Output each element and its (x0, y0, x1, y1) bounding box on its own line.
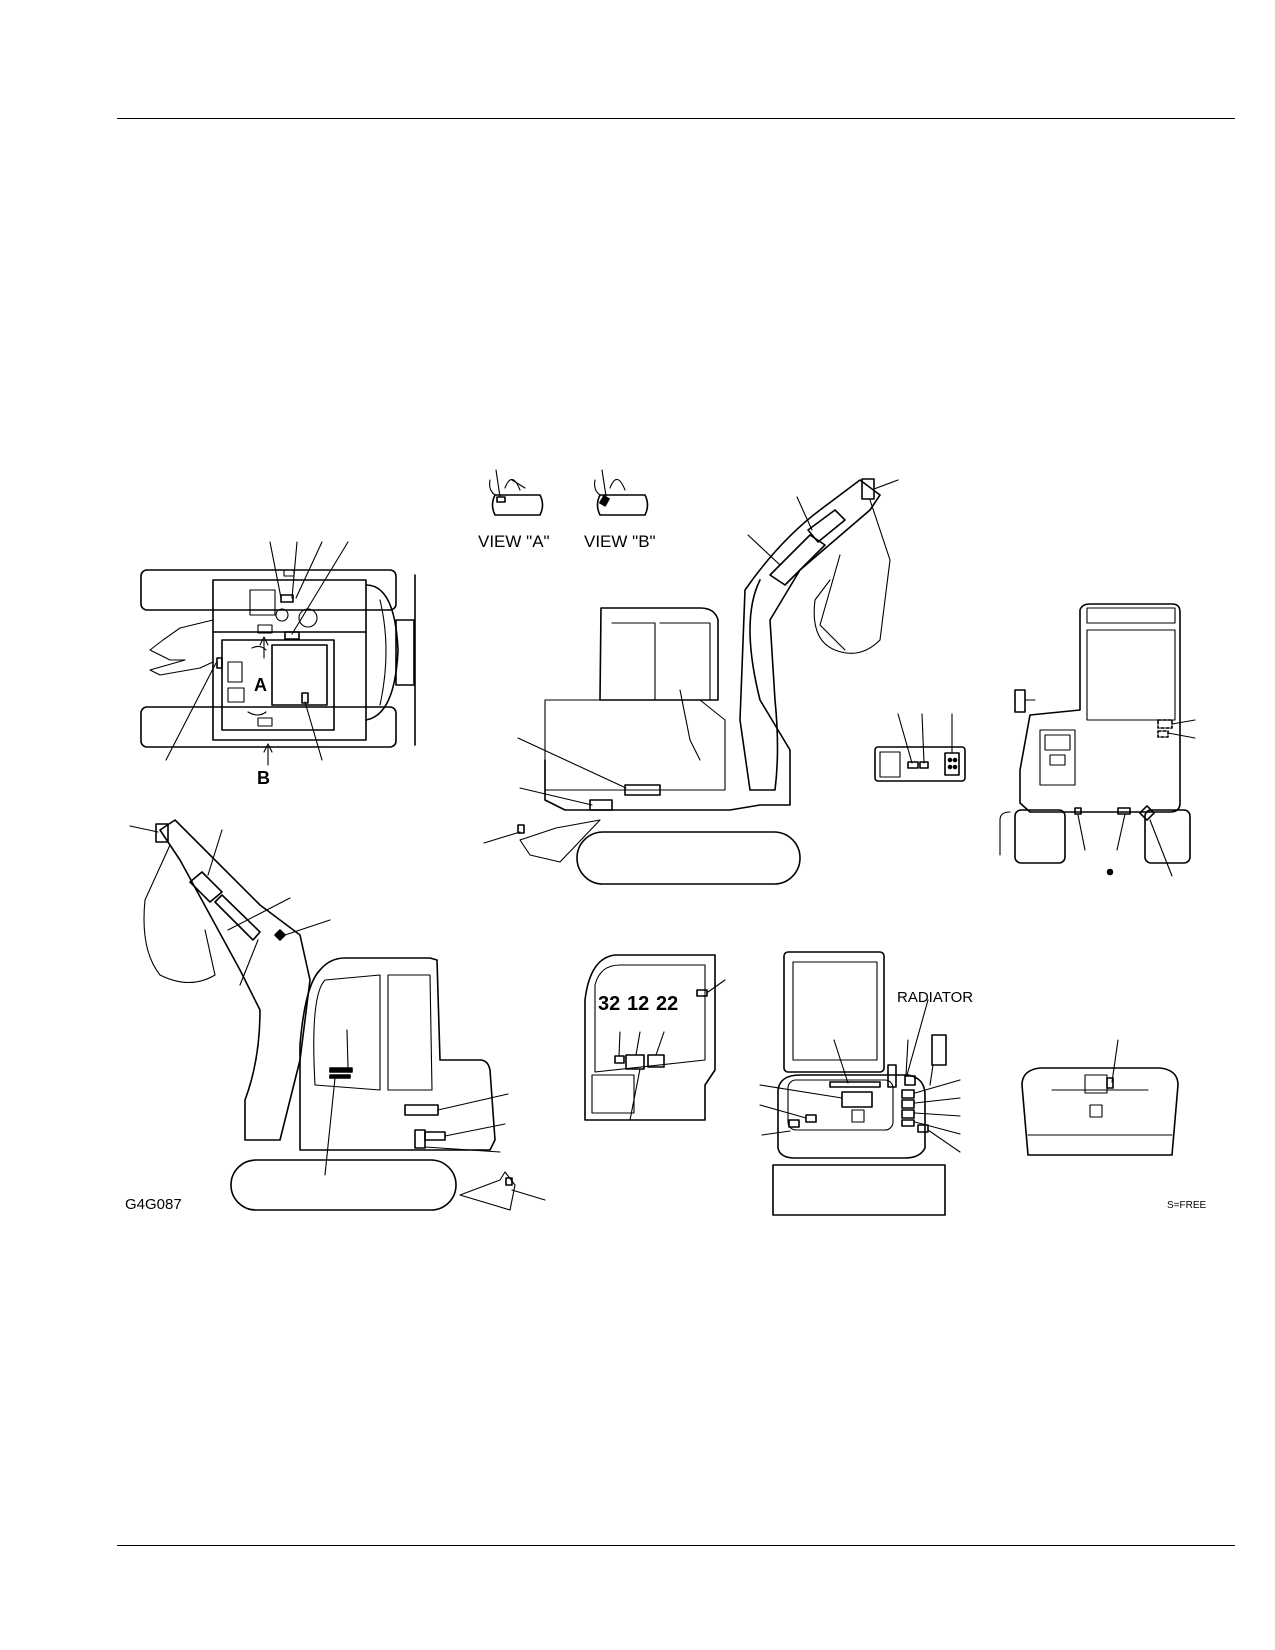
rear-view (999, 603, 1196, 877)
front-view (759, 951, 961, 1216)
arrow-b-label: B (257, 768, 270, 788)
bottom-rule (117, 1545, 1235, 1546)
seat-view-a (489, 469, 544, 516)
door-number-1: 32 (598, 993, 621, 1015)
view-b-label: VIEW "B" (584, 532, 656, 551)
top-view (140, 541, 416, 766)
top-rule (117, 118, 1235, 119)
side-view-right (129, 819, 546, 1211)
door-view (584, 954, 726, 1121)
side-view-left (483, 478, 899, 885)
counterweight-view (1021, 1039, 1179, 1156)
door-number-2: 12 (627, 993, 650, 1015)
view-a-label: VIEW "A" (478, 532, 550, 551)
scale-note: S=FREE (1167, 1200, 1207, 1211)
arrow-a-label: A (254, 675, 267, 695)
door-number-3: 22 (656, 993, 679, 1015)
radiator-label: RADIATOR (897, 989, 974, 1006)
seat-view-b (594, 469, 649, 516)
figure-code: G4G087 (125, 1196, 182, 1213)
control-panel-detail (874, 713, 966, 782)
